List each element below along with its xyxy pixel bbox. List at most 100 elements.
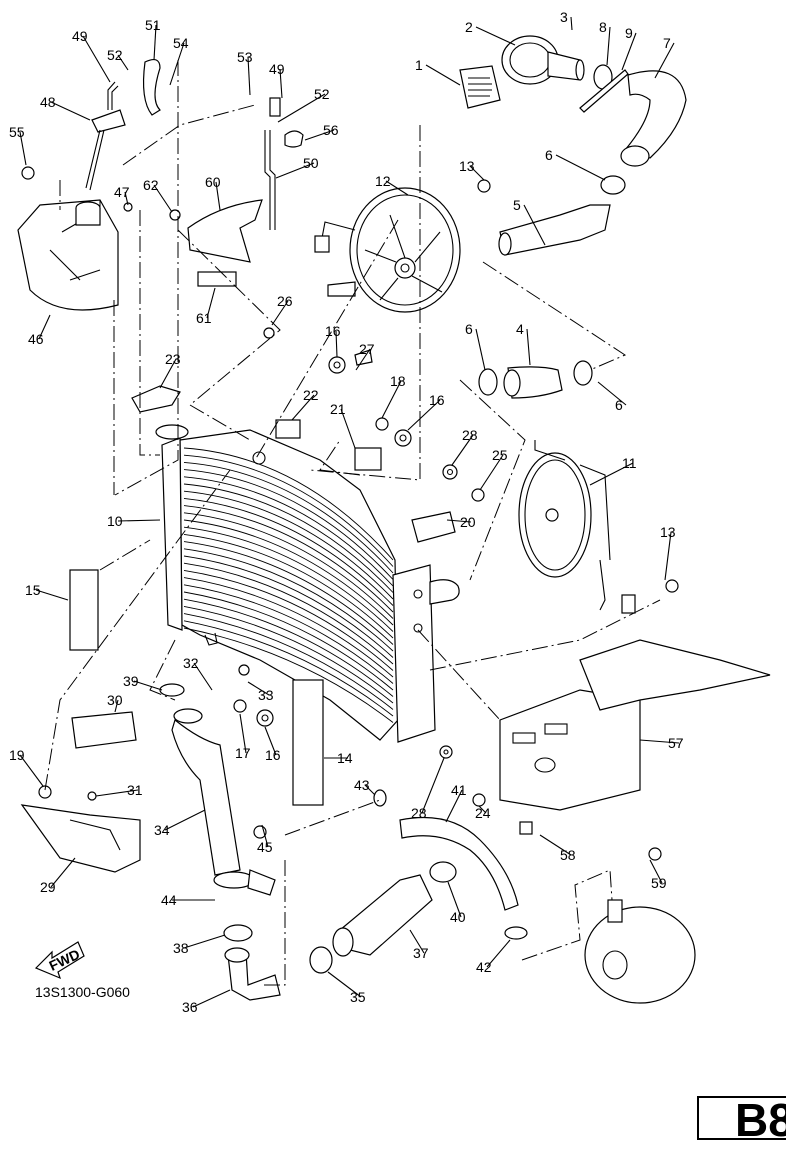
hose-clamp-35 <box>309 946 333 974</box>
callout-number: 23 <box>165 351 181 367</box>
callout-number: 54 <box>173 35 189 51</box>
callout-leader-line <box>50 101 91 121</box>
callout-leader-line <box>247 681 270 696</box>
fan-motor-lower <box>518 440 636 614</box>
callout-leader-line <box>425 64 461 86</box>
callout-number: 52 <box>314 86 330 102</box>
radiator-fin-line <box>183 469 394 580</box>
callout-number: 12 <box>375 173 391 189</box>
callout-number: 21 <box>330 401 346 417</box>
foam-22 <box>275 419 301 439</box>
callout-number: 40 <box>450 909 466 925</box>
callout-number: 35 <box>350 989 366 1005</box>
fan-motor-upper <box>314 187 461 313</box>
callout-leader-line <box>445 789 463 823</box>
callout-leader-line <box>35 589 69 601</box>
radiator-fins <box>183 447 394 723</box>
hose-41 <box>399 816 519 911</box>
callout-number: 37 <box>413 945 429 961</box>
callout-leader-line <box>247 56 251 96</box>
callout-number: 29 <box>40 879 56 895</box>
radiator-fin-line <box>183 505 394 613</box>
callout-leader-line <box>555 154 606 181</box>
callout-number: 39 <box>123 673 139 689</box>
radiator-fin-line <box>183 490 394 600</box>
foam-20 <box>411 511 456 543</box>
callout-number: 16 <box>429 392 445 408</box>
callout-leader-line <box>606 26 611 66</box>
callout-leader-line <box>486 939 511 968</box>
side-cover-57 <box>499 639 771 811</box>
radiator-fin-line <box>183 627 394 723</box>
callout-number: 16 <box>325 323 341 339</box>
callout-leader-line <box>649 859 663 884</box>
bracket-9 <box>579 69 629 113</box>
radiator-fin-line <box>183 577 394 678</box>
callout-number: 14 <box>337 750 353 766</box>
callout-number: 19 <box>9 747 25 763</box>
page-label: B8 <box>735 1094 786 1146</box>
hose-joint-44 <box>213 869 276 896</box>
callout-number: 6 <box>465 321 473 337</box>
callout-leader-line <box>133 680 163 691</box>
callout-number: 27 <box>359 341 375 357</box>
foam-15 <box>69 569 99 651</box>
callout-leader-line <box>654 42 675 79</box>
callout-number: 45 <box>257 839 273 855</box>
callout-leader-line <box>164 809 206 831</box>
callout-leader-line <box>475 328 486 371</box>
callout-leader-line <box>447 881 462 918</box>
hose-clamp-39 <box>159 683 185 697</box>
callout-leader-line <box>82 35 111 83</box>
callout-number: 13 <box>660 524 676 540</box>
callout-leader-line <box>451 434 474 466</box>
callout-leader-line <box>479 454 504 491</box>
callout-leader-line <box>291 394 315 421</box>
callout-leader-line <box>159 358 177 389</box>
callout-number: 5 <box>513 197 521 213</box>
callout-number: 62 <box>143 177 159 193</box>
callout-number: 41 <box>451 782 467 798</box>
hose-5 <box>498 204 611 256</box>
callout-leader-line <box>206 287 216 319</box>
callout-number: 30 <box>107 692 123 708</box>
callout-leader-line <box>264 726 277 756</box>
callout-leader-line <box>409 929 425 954</box>
callout-number: 32 <box>183 655 199 671</box>
callout-number: 34 <box>154 822 170 838</box>
callout-leader-line <box>327 971 362 998</box>
breather-assembly <box>85 58 304 230</box>
callout-leader-line <box>215 181 221 211</box>
hose-clamp-6-left <box>478 368 498 396</box>
reservoir-tank <box>17 199 119 311</box>
callout-number: 8 <box>599 19 607 35</box>
callout-number: 2 <box>465 19 473 35</box>
callout-leader-line <box>271 300 289 326</box>
callout-number: 25 <box>492 447 508 463</box>
radiator-fin-line <box>183 613 394 710</box>
callout-leader-line <box>539 834 572 856</box>
hose-4 <box>503 366 563 399</box>
callout-number: 61 <box>196 310 212 326</box>
callout-number: 11 <box>622 455 637 471</box>
callout-leader-line <box>304 129 335 141</box>
callout-leader-line <box>117 519 161 522</box>
callout-leader-line <box>355 348 371 371</box>
svg-text:FWD: FWD <box>47 946 83 974</box>
radiator-fin-line <box>183 562 394 665</box>
callout-leader-line <box>117 54 129 71</box>
callout-number: 15 <box>25 582 41 598</box>
radiator <box>161 429 460 743</box>
callout-number: 13 <box>459 158 475 174</box>
hose-clamp-6-upper <box>600 175 626 195</box>
callout-leader-line <box>421 757 445 814</box>
page-label-box: B8 <box>697 1094 786 1146</box>
radiator-fin-line <box>183 461 394 574</box>
callout-number: 43 <box>354 777 370 793</box>
callout-leader-line <box>340 408 356 449</box>
radiator-fin-line <box>183 591 394 691</box>
foam-21 <box>354 447 382 471</box>
callout-leader-line <box>475 26 516 46</box>
callout-leader-line <box>469 165 485 181</box>
